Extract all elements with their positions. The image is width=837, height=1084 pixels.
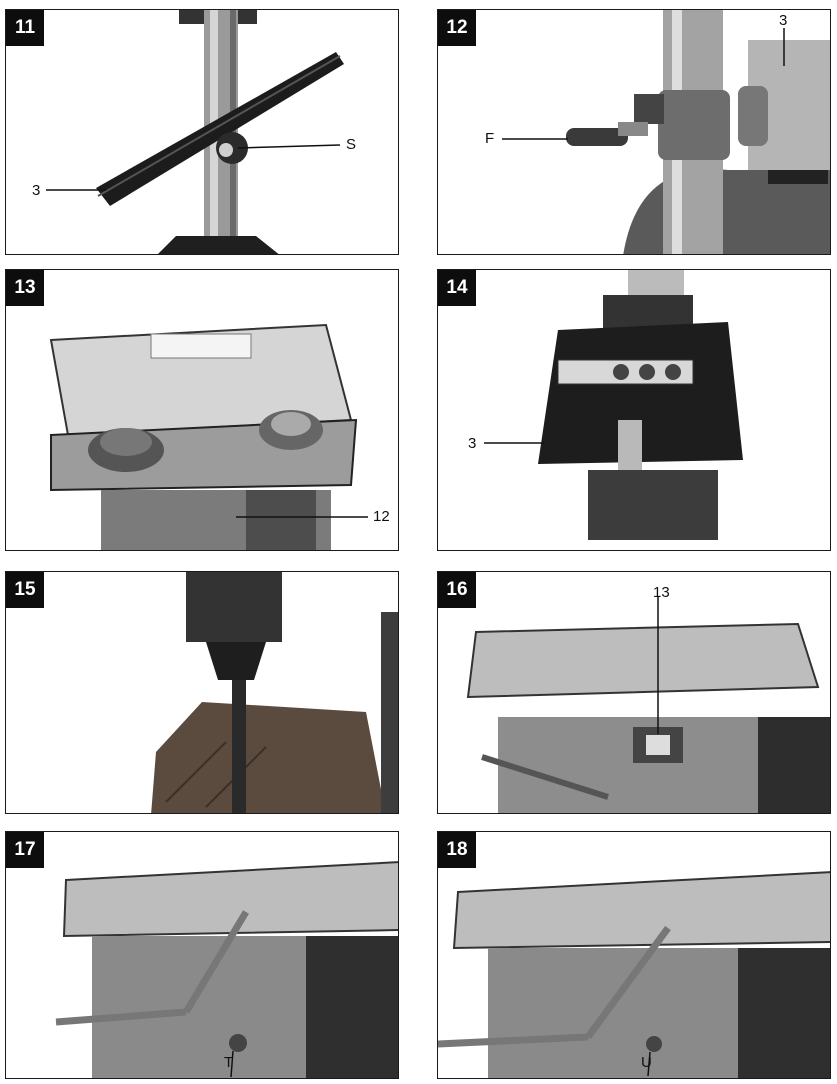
label-f: F	[485, 130, 495, 147]
drill-head-switch-photo	[466, 597, 830, 813]
drill-head-feed-handles-photo	[55, 861, 398, 1078]
table-with-vise-photo	[484, 270, 743, 540]
figure-14: 14 3	[437, 269, 831, 551]
belt-cover-pulleys-photo	[49, 323, 368, 550]
figure-number: 17	[6, 832, 44, 868]
label-t: T	[224, 1054, 234, 1071]
label-u: U	[641, 1054, 652, 1071]
label-12: 12	[373, 508, 390, 525]
figure-number: 13	[6, 270, 44, 306]
label-3: 3	[779, 12, 788, 29]
column-table-arm-photo	[46, 10, 344, 254]
figure-number: 12	[438, 10, 476, 46]
figure-13: 13 12	[5, 269, 399, 551]
figure-18: 18 U	[437, 831, 831, 1079]
figure-number: 14	[438, 270, 476, 306]
figure-number: 16	[438, 572, 476, 608]
figure-12: 12 3 F	[437, 9, 831, 255]
figure-17: 17 T	[5, 831, 399, 1079]
label-3: 3	[468, 435, 477, 452]
label-s: S	[346, 136, 357, 153]
drill-bit-in-wood-photo	[151, 572, 398, 813]
figure-number: 15	[6, 572, 44, 608]
figure-16: 16 13	[437, 571, 831, 814]
figure-number: 11	[6, 10, 44, 46]
figure-15: 15	[5, 571, 399, 814]
label-3: 3	[32, 182, 41, 199]
figure-number: 18	[438, 832, 476, 868]
column-clamp-lever-photo	[502, 10, 830, 254]
drill-head-lock-handle-photo	[438, 871, 830, 1078]
label-13: 13	[653, 584, 670, 601]
figure-11: 11 S 3	[5, 9, 399, 255]
